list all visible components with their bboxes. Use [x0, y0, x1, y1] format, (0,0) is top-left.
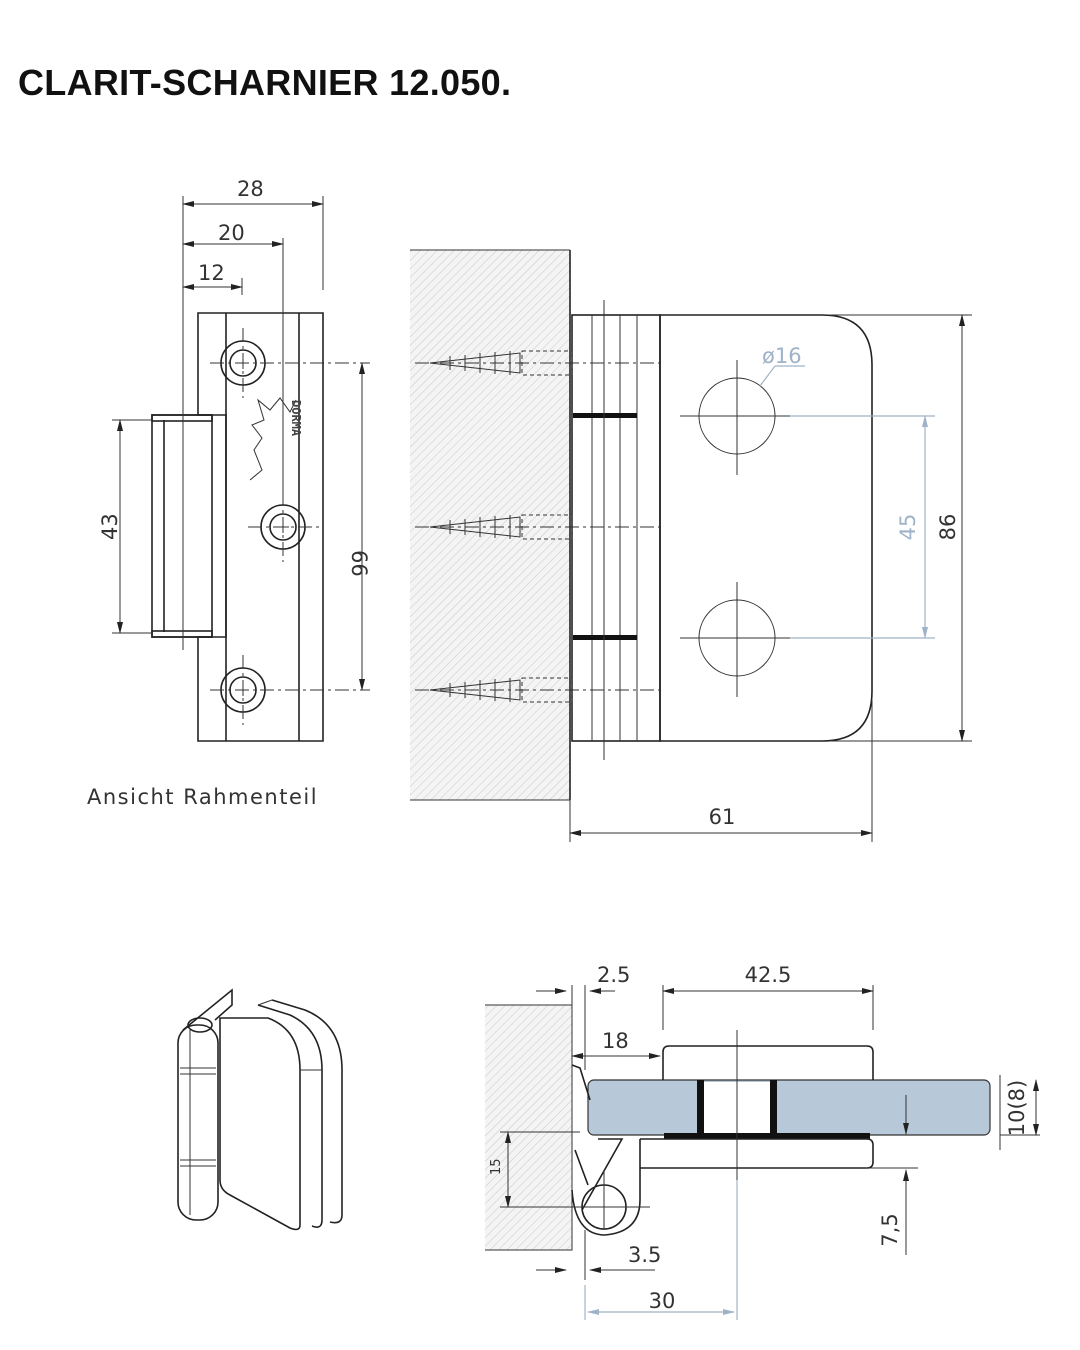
dim-61: 61	[709, 805, 736, 829]
dim-43: 43	[98, 513, 122, 540]
dim-45: 45	[896, 514, 920, 541]
dim-diameter-16: ø16	[762, 344, 802, 368]
dim-12: 12	[198, 261, 225, 285]
dim-86: 86	[936, 514, 960, 541]
dim-20: 20	[218, 221, 245, 245]
glass-clamp-plate	[659, 314, 873, 742]
dim-7-5: 7,5	[878, 1213, 902, 1246]
dim-3-5: 3.5	[628, 1243, 661, 1267]
dorma-logo: DORMA	[249, 397, 303, 481]
dim-66: 66	[347, 550, 371, 577]
hinge-knuckle	[151, 414, 213, 638]
screw-hole-middle	[248, 492, 320, 562]
side-view: ø16 45 86 61	[410, 249, 972, 842]
dim-18: 18	[602, 1029, 629, 1053]
dim-2-5: 2.5	[597, 963, 630, 987]
section-view: 2.5 42.5 18 15 10(8) 7,5 3.5 30	[485, 963, 1040, 1320]
frame-view-caption: Ansicht Rahmenteil	[87, 785, 318, 809]
dim-10-8: 10(8)	[1005, 1080, 1029, 1136]
dim-15: 15	[489, 1158, 504, 1175]
dim-28: 28	[237, 177, 264, 201]
wall-section-bottom	[485, 1005, 572, 1250]
page-title: CLARIT-SCHARNIER 12.050.	[18, 62, 512, 103]
wall-section	[410, 250, 570, 800]
dim-42-5: 42.5	[745, 963, 792, 987]
screws	[415, 350, 660, 703]
isometric-view	[177, 988, 343, 1231]
svg-text:DORMA: DORMA	[289, 400, 303, 437]
screw-hole-top	[210, 328, 370, 398]
dim-30: 30	[649, 1289, 676, 1313]
clamp-top	[662, 1045, 874, 1080]
clamp-bottom	[640, 1138, 874, 1169]
screw-hole-bottom	[210, 655, 370, 725]
glass-pane	[587, 1079, 991, 1136]
frame-part-view: DORMA 28 20 12 43 66 Ansicht Rahmenteil	[87, 177, 371, 809]
